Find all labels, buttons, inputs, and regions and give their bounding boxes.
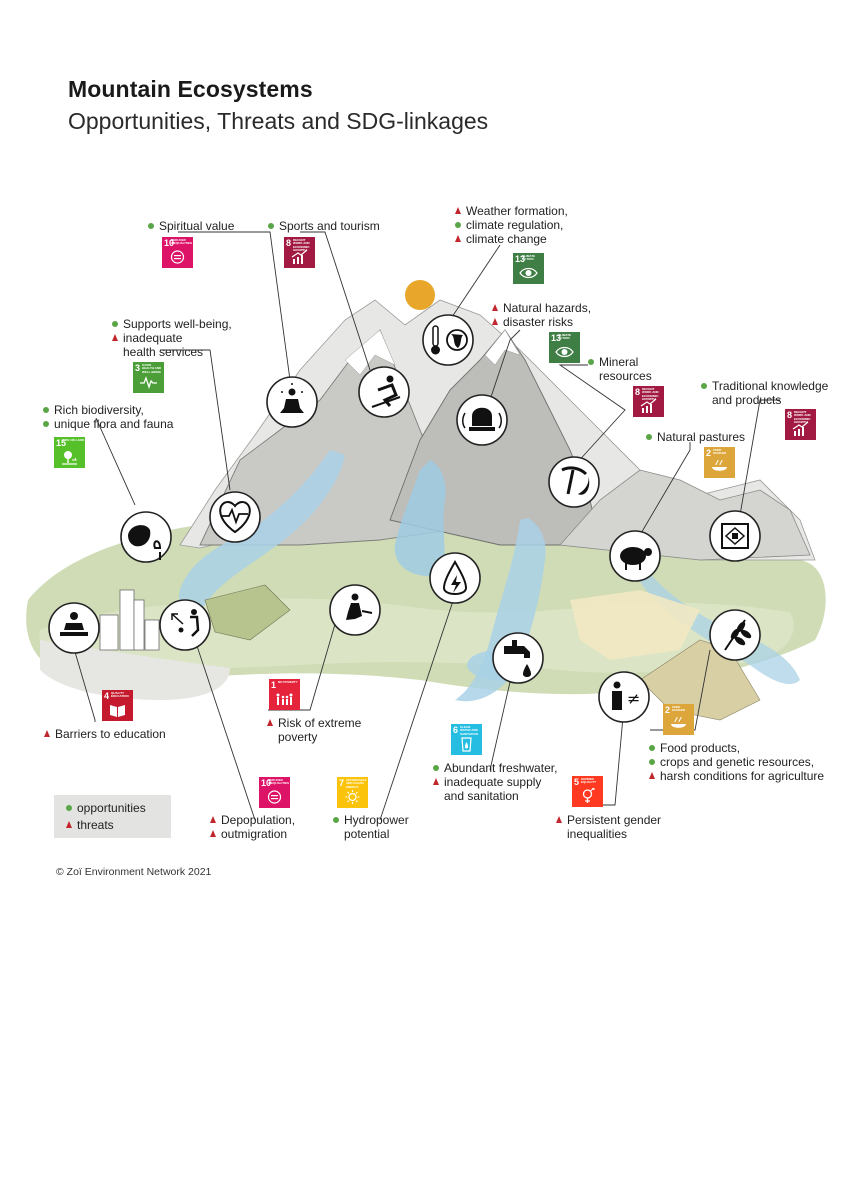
sdg-badge-biodiversity: 15 LIFE ON LAND	[54, 437, 85, 468]
sdg-badge-hydropower: 7 AFFORDABLE AND CLEAN ENERGY	[337, 777, 368, 808]
legend-opportunities: opportunities	[66, 801, 146, 815]
copyright-notice: © Zoï Environment Network 2021	[56, 866, 212, 878]
glacier-river	[394, 460, 446, 577]
sdg-badge-hazards: 13 CLIMATE ACTION	[549, 332, 580, 363]
sdg-badge-weather: 13 CLIMATE ACTION	[513, 253, 544, 284]
climate-eye-icon	[555, 346, 574, 358]
icon-glyphs: ≠	[60, 325, 752, 710]
sdg-badge-depopulation: 10 REDUCED INEQUALITIES	[259, 777, 290, 808]
label-food-products: Food products, crops and genetic resourc…	[649, 741, 824, 783]
label-depopulation: Depopulation, outmigration	[210, 813, 295, 841]
open-book-icon	[110, 705, 125, 717]
reduced-inequalities-icon	[267, 790, 282, 804]
sdg-badge-traditional: 8 DECENT WORK AND ECONOMIC GROWTH	[785, 409, 816, 440]
label-spiritual-value: Spiritual value	[148, 219, 234, 233]
city-skyline	[99, 589, 160, 651]
zero-hunger-bowl-icon	[712, 459, 727, 471]
label-well-being: Supports well-being, inadequate health s…	[112, 317, 232, 359]
people-family-icon	[276, 693, 293, 705]
water-tap-icon	[492, 632, 544, 684]
river-center	[455, 518, 546, 702]
sdg-badge-pastures: 2 ZERO HUNGER	[704, 447, 735, 478]
label-hydropower: Hydropower potential	[333, 813, 409, 841]
legend-threats: threats	[66, 818, 114, 832]
sdg-badge-wellbeing: 3 GOOD HEALTH AND WELL-BEING	[133, 362, 164, 393]
label-sports-tourism: Sports and tourism	[268, 219, 380, 233]
mining-icon	[548, 456, 600, 508]
label-natural-pastures: Natural pastures	[646, 430, 745, 444]
snow-cap-left	[344, 329, 396, 376]
water-drop-glass-icon	[461, 737, 472, 752]
sun-icon	[405, 280, 435, 310]
opportunity-marker	[148, 223, 154, 229]
svg-text:≠: ≠	[627, 689, 640, 708]
opportunity-marker	[66, 805, 72, 811]
label-gender-inequalities: Persistent gender inequalities	[556, 813, 661, 841]
label-barriers-education: Barriers to education	[44, 727, 166, 741]
legend: opportunities threats	[54, 795, 171, 838]
river-left	[179, 450, 345, 613]
label-natural-hazards: Natural hazards, disaster risks	[492, 301, 591, 329]
snow-cap-center	[484, 329, 521, 366]
skiing-icon	[358, 366, 410, 418]
sdg-badge-sports: 8 DECENT WORK AND ECONOMIC GROWTH	[284, 237, 315, 268]
climate-eye-icon	[519, 267, 538, 279]
health-pulse-icon	[140, 376, 157, 390]
page-title: Mountain Ecosystems	[68, 76, 313, 102]
threat-marker	[66, 821, 72, 828]
sdg-badge-gender: 5 GENDER EQUALITY	[572, 776, 603, 807]
economic-growth-icon	[640, 398, 657, 413]
river-right	[634, 560, 800, 685]
label-mineral-resources: Mineral resources	[588, 355, 652, 383]
valley-foreground	[40, 640, 230, 700]
migration-icon	[159, 599, 211, 651]
sdg-badge-freshwater: 6 CLEAN WATER AND SANITATION	[451, 724, 482, 755]
sdg-badge-mineral: 8 DECENT WORK AND ECONOMIC GROWTH	[633, 386, 664, 417]
sdg-badge-spiritual: 10 REDUCED INEQUALITIES	[162, 237, 193, 268]
sdg-badge-food: 2 ZERO HUNGER	[663, 704, 694, 735]
gender-inequality-icon	[598, 671, 650, 723]
zero-hunger-bowl-icon	[671, 716, 686, 728]
label-biodiversity: Rich biodiversity, unique flora and faun…	[43, 403, 173, 431]
page-subtitle: Opportunities, Threats and SDG-linkages	[68, 108, 489, 134]
economic-growth-icon	[792, 421, 809, 436]
life-on-land-icon	[62, 451, 77, 465]
economic-growth-icon	[291, 249, 308, 264]
sun-energy-icon	[345, 790, 360, 804]
sdg-badge-poverty: 1 NO POVERTY	[269, 679, 300, 710]
hydropower-icon	[429, 552, 481, 604]
label-traditional-knowledge: Traditional knowledge and products	[701, 379, 828, 407]
field-left	[204, 584, 291, 641]
sdg-badge-education: 4 QUALITY EDUCATION	[102, 690, 133, 721]
field-sand	[570, 590, 700, 660]
gender-equality-icon	[582, 788, 595, 803]
weather-climate-icon	[422, 314, 474, 366]
label-extreme-poverty: Risk of extreme poverty	[267, 716, 361, 744]
label-weather-climate: Weather formation, climate regulation, c…	[455, 204, 568, 246]
reduced-inequalities-icon	[170, 250, 185, 264]
label-freshwater: Abundant freshwater, inadequate supply a…	[433, 761, 557, 803]
